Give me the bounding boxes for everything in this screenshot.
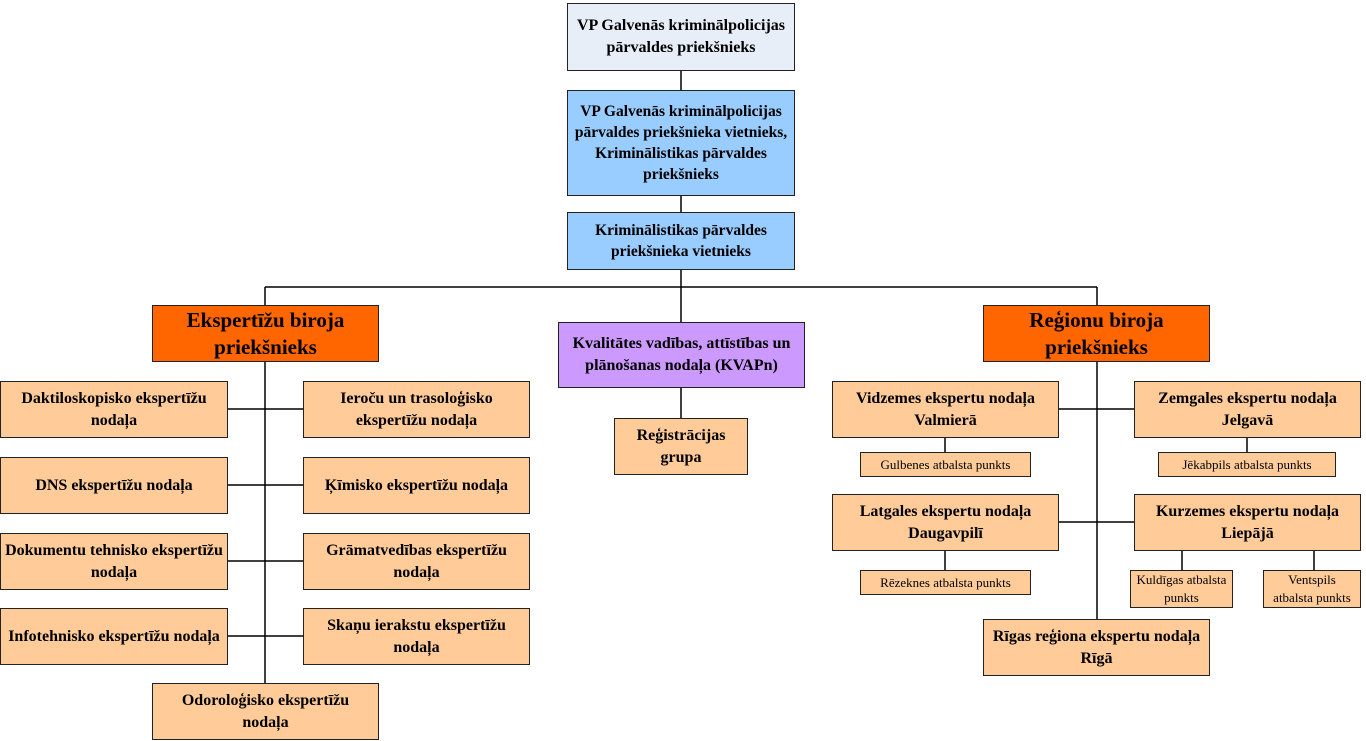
expert-unit-box: Infotehnisko ekspertīžu nodaļa [0, 608, 228, 665]
expert-unit-box: Skaņu ierakstu ekspertīžu nodaļa [303, 608, 530, 665]
expert-unit-box: Dokumentu tehnisko ekspertīžu nodaļa [0, 533, 228, 590]
expert-bureau-box: Ekspertīžu biroja priekšnieks [152, 305, 379, 362]
expert-unit-box: Grāmatvedības ekspertīžu nodaļa [303, 533, 530, 590]
ventspils-point-box: Ventspils atbalsta punkts [1263, 570, 1361, 608]
vidzeme-unit-box: Vidzemes ekspertu nodaļa Valmierā [832, 381, 1059, 438]
kurzeme-unit-box: Kurzemes ekspertu nodaļa Liepājā [1134, 494, 1361, 551]
expert-unit-box: Ieroču un trasoloģisko ekspertīžu nodaļa [303, 381, 530, 438]
latgale-unit-box: Latgales ekspertu nodaļa Daugavpilī [832, 494, 1059, 551]
expert-unit-box: Daktiloskopisko ekspertīžu nodaļa [0, 381, 228, 438]
gulbene-point-box: Gulbenes atbalsta punkts [860, 452, 1031, 477]
expert-unit-box: Odoroloģisko ekspertīžu nodaļa [152, 683, 379, 740]
rezekne-point-box: Rēzeknes atbalsta punkts [860, 570, 1031, 595]
deputy-chief-box: VP Galvenās kriminālpolicijas pārvaldes … [567, 90, 795, 196]
jekabpils-point-box: Jēkabpils atbalsta punkts [1158, 452, 1336, 477]
chief-box: VP Galvenās kriminālpolicijas pārvaldes … [567, 3, 795, 71]
expert-unit-box: Ķīmisko ekspertīžu nodaļa [303, 457, 530, 514]
regional-bureau-box: Reģionu biroja priekšnieks [983, 305, 1210, 362]
zemgale-unit-box: Zemgales ekspertu nodaļa Jelgavā [1134, 381, 1361, 438]
kvapn-box: Kvalitātes vadības, attīstības un plānoš… [558, 322, 805, 388]
riga-unit-box: Rīgas reģiona ekspertu nodaļa Rīgā [983, 619, 1210, 676]
registration-box: Reģistrācijas grupa [614, 418, 748, 475]
expert-unit-box: DNS ekspertīžu nodaļa [0, 457, 228, 514]
forensic-deputy-box: Kriminālistikas pārvaldes priekšnieka vi… [567, 212, 795, 270]
kuldiga-point-box: Kuldīgas atbalsta punkts [1130, 570, 1233, 608]
